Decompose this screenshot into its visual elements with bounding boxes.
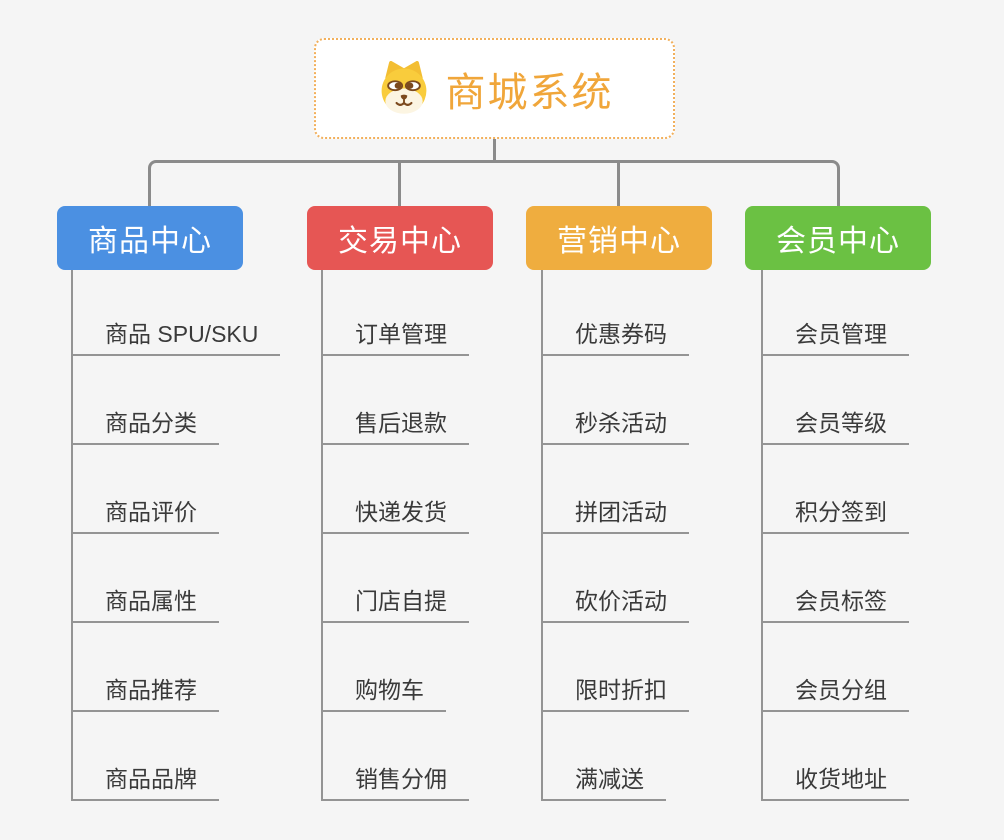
branch-node-member-center[interactable]: 会员中心	[745, 206, 931, 270]
leaf-node[interactable]: 商品 SPU/SKU	[71, 318, 281, 356]
leaf-node[interactable]: 优惠券码	[541, 318, 689, 356]
branch-node-product-center[interactable]: 商品中心	[57, 206, 243, 270]
leaf-node[interactable]: 拼团活动	[541, 496, 689, 534]
leaf-node[interactable]: 积分签到	[761, 496, 909, 534]
root-node-title: 商城系统	[445, 70, 614, 115]
leaf-node[interactable]: 会员标签	[761, 585, 909, 623]
root-connector-line	[493, 139, 496, 163]
leaf-node[interactable]: 限时折扣	[541, 674, 689, 712]
leaf-node[interactable]: 会员管理	[761, 318, 909, 356]
trunk-line	[321, 270, 323, 801]
leaf-node[interactable]: 购物车	[321, 674, 446, 712]
trunk-line	[761, 270, 763, 801]
branch-drop-line	[617, 160, 620, 206]
leaf-node[interactable]: 会员分组	[761, 674, 909, 712]
dog-face-icon	[381, 60, 426, 114]
branch-children-member-center: 会员管理 会员等级 积分签到 会员标签 会员分组 收货地址	[761, 270, 1004, 801]
root-node[interactable]: 商城系统	[314, 38, 675, 139]
leaf-node[interactable]: 砍价活动	[541, 585, 689, 623]
leaf-node[interactable]: 商品推荐	[71, 674, 219, 712]
leaf-node[interactable]: 商品属性	[71, 585, 219, 623]
leaf-node[interactable]: 商品评价	[71, 496, 219, 534]
branch-children-trade-center: 订单管理 售后退款 快递发货 门店自提 购物车 销售分佣	[321, 270, 571, 801]
leaf-node[interactable]: 销售分佣	[321, 763, 469, 801]
branch-node-trade-center[interactable]: 交易中心	[307, 206, 493, 270]
leaf-node[interactable]: 满减送	[541, 763, 666, 801]
trunk-line	[71, 270, 73, 801]
branch-drop-line	[398, 160, 401, 206]
branch-children-product-center: 商品 SPU/SKU 商品分类 商品评价 商品属性 商品推荐 商品品牌	[71, 270, 321, 801]
leaf-node[interactable]: 售后退款	[321, 407, 469, 445]
leaf-node[interactable]: 商品分类	[71, 407, 219, 445]
trunk-line	[541, 270, 543, 801]
leaf-node[interactable]: 订单管理	[321, 318, 469, 356]
branch-children-marketing-center: 优惠券码 秒杀活动 拼团活动 砍价活动 限时折扣 满减送	[541, 270, 791, 801]
leaf-node[interactable]: 收货地址	[761, 763, 909, 801]
leaf-node[interactable]: 门店自提	[321, 585, 469, 623]
branch-node-marketing-center[interactable]: 营销中心	[526, 206, 712, 270]
leaf-node[interactable]: 商品品牌	[71, 763, 219, 801]
leaf-node[interactable]: 会员等级	[761, 407, 909, 445]
branch-rail-line	[148, 160, 840, 206]
leaf-node[interactable]: 快递发货	[321, 496, 469, 534]
leaf-node[interactable]: 秒杀活动	[541, 407, 689, 445]
